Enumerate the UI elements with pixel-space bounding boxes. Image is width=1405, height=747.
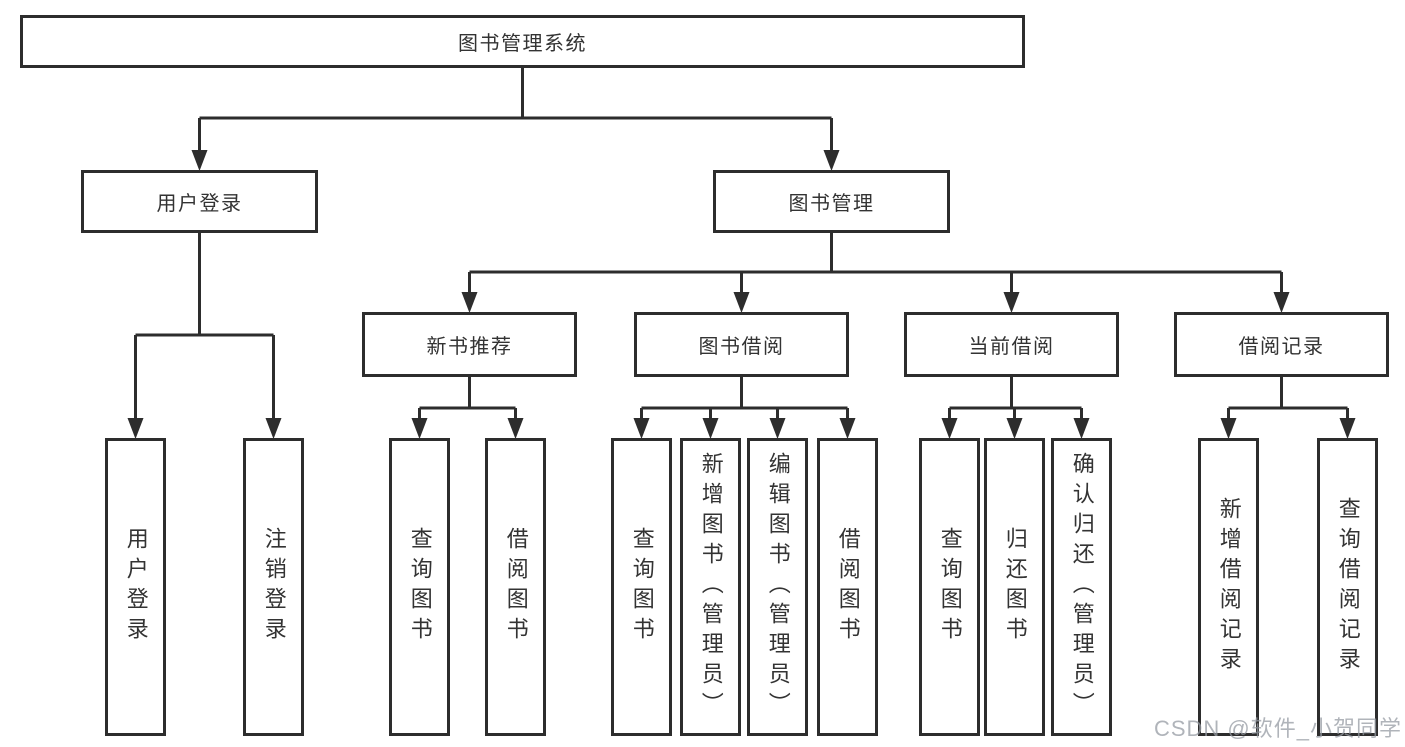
leaf-label: 确认归还（管理员） <box>1069 452 1095 722</box>
node-user-login: 用户登录 <box>81 170 318 233</box>
csdn-watermark: CSDN @软件_小贺同学 <box>1153 716 1402 741</box>
leaf-label: 查询图书 <box>629 527 655 647</box>
leaf-logout: 注销登录 <box>243 438 304 736</box>
leaf-label: 查询图书 <box>407 527 433 647</box>
leaf-query-books-current: 查询图书 <box>919 438 980 736</box>
leaf-query-borrow-record: 查询借阅记录 <box>1317 438 1378 736</box>
leaf-label: 借阅图书 <box>835 527 861 647</box>
leaf-label: 新增图书（管理员） <box>698 452 724 722</box>
leaf-query-books-recommend: 查询图书 <box>389 438 450 736</box>
node-label: 图书管理 <box>788 193 875 215</box>
leaf-add-borrow-record: 新增借阅记录 <box>1198 438 1259 736</box>
leaf-label: 查询图书 <box>937 527 963 647</box>
arrowhead-icons <box>127 150 1356 439</box>
node-book-management-system: 图书管理系统 <box>20 15 1025 68</box>
node-label: 图书管理系统 <box>458 33 587 55</box>
leaf-borrow-books-borrowing: 借阅图书 <box>817 438 878 736</box>
leaf-label: 借阅图书 <box>503 527 529 647</box>
node-borrowing-records: 借阅记录 <box>1174 312 1389 377</box>
leaf-label: 查询借阅记录 <box>1335 497 1361 677</box>
leaf-edit-books-admin: 编辑图书（管理员） <box>747 438 808 736</box>
leaf-label: 注销登录 <box>261 527 287 647</box>
leaf-query-books-borrowing: 查询图书 <box>611 438 672 736</box>
node-book-management: 图书管理 <box>713 170 950 233</box>
leaf-user-login: 用户登录 <box>105 438 166 736</box>
leaf-label: 新增借阅记录 <box>1216 497 1242 677</box>
leaf-borrow-books-recommend: 借阅图书 <box>485 438 546 736</box>
node-new-book-recommendation: 新书推荐 <box>362 312 577 377</box>
leaf-label: 用户登录 <box>123 527 149 647</box>
leaf-confirm-return-admin: 确认归还（管理员） <box>1051 438 1112 736</box>
node-label: 用户登录 <box>156 193 243 215</box>
leaf-return-books: 归还图书 <box>984 438 1045 736</box>
node-label: 当前借阅 <box>968 336 1055 358</box>
node-label: 新书推荐 <box>426 336 513 358</box>
node-label: 借阅记录 <box>1238 336 1325 358</box>
node-current-borrowing: 当前借阅 <box>904 312 1119 377</box>
node-book-borrowing: 图书借阅 <box>634 312 849 377</box>
leaf-label: 编辑图书（管理员） <box>765 452 791 722</box>
node-label: 图书借阅 <box>698 336 785 358</box>
leaf-label: 归还图书 <box>1002 527 1028 647</box>
leaf-add-books-admin: 新增图书（管理员） <box>680 438 741 736</box>
